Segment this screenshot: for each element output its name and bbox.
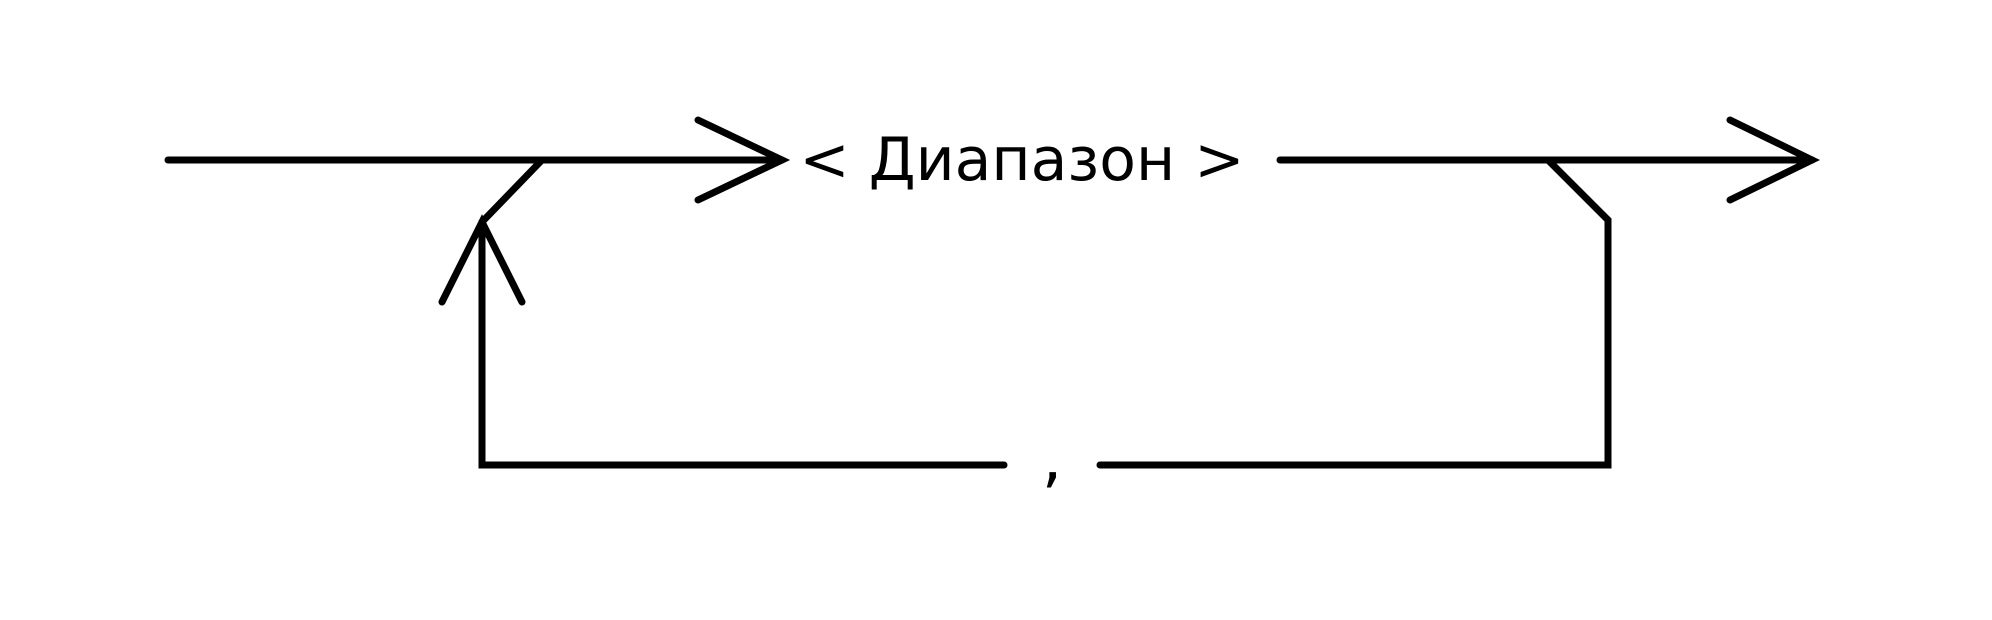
exit-arrowhead: [1726, 116, 1820, 204]
entry-arrowhead: [694, 116, 791, 204]
nonterminal-label: < Диапазон >: [799, 125, 1244, 195]
separator-label: ,: [1042, 422, 1062, 496]
loop-branch-out: [1096, 156, 1612, 469]
loop-return-arrowhead: [438, 214, 526, 306]
loop-branch-return: [478, 156, 1008, 469]
